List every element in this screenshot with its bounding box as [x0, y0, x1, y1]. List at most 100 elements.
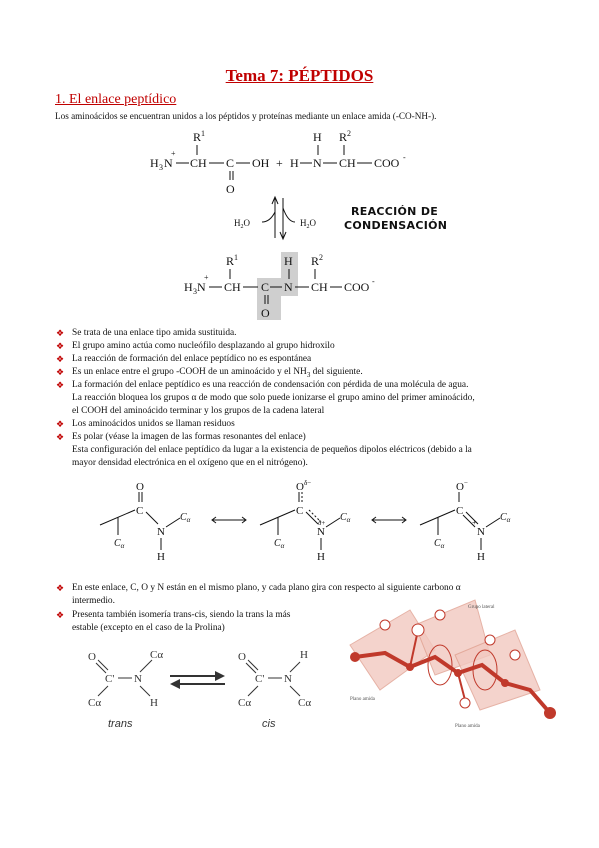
label-plano-amida-2: Plano amida: [455, 724, 481, 729]
svg-text:CH: CH: [311, 280, 328, 294]
svg-text:Cα: Cα: [150, 649, 163, 661]
svg-text:H: H: [150, 156, 159, 170]
bullet-7-detail-1: Esta configuración del enlace peptídico …: [72, 445, 472, 455]
svg-text:N: N: [284, 280, 293, 294]
peptide-planes-figure: Grupo lateral Plano amida Plano amida: [349, 599, 556, 729]
svg-text:N: N: [157, 526, 165, 538]
svg-text:N: N: [284, 673, 292, 685]
svg-text:N: N: [313, 156, 322, 170]
svg-text:H: H: [290, 156, 299, 170]
svg-text:+: +: [472, 518, 477, 527]
svg-text:3: 3: [193, 287, 197, 296]
svg-text:1: 1: [234, 253, 238, 262]
svg-text:H: H: [157, 551, 165, 563]
svg-text:CH: CH: [224, 280, 241, 294]
svg-text:-: -: [372, 277, 375, 286]
svg-text:N: N: [197, 280, 206, 294]
svg-text:CH: CH: [190, 156, 207, 170]
svg-text:R: R: [339, 130, 347, 144]
bullet-6: Los aminoácidos unidos se llaman residuo…: [72, 419, 235, 429]
svg-text:C: C: [136, 505, 143, 517]
svg-text:Cα: Cα: [238, 697, 251, 709]
svg-text:R: R: [311, 254, 319, 268]
svg-text:O: O: [136, 481, 144, 493]
svg-text:C: C: [296, 505, 303, 517]
svg-text:+: +: [276, 156, 283, 170]
svg-text:H: H: [150, 697, 158, 709]
svg-text:1: 1: [201, 129, 205, 138]
svg-text:H: H: [477, 551, 485, 563]
resonance-structures-diagram: Cα C O N H Cα Cα C Oδ− N δ+ H: [99, 480, 511, 563]
bullet-3: La reacción de formación del enlace pept…: [72, 354, 312, 364]
svg-text:N: N: [164, 156, 173, 170]
reaction-label-2: CONDENSACIÓN: [344, 219, 448, 232]
svg-text:+: +: [204, 273, 209, 282]
svg-text:Cα: Cα: [340, 512, 351, 524]
section-heading: 1. El enlace peptídico: [55, 92, 177, 107]
trans-cis-diagram: O C' N Cα Cα H O C' N H Cα: [88, 649, 311, 709]
svg-text:δ+: δ+: [318, 519, 325, 527]
bullet-icon: ❖: [56, 432, 65, 442]
svg-text:N: N: [317, 526, 325, 538]
svg-text:Cα: Cα: [274, 538, 285, 550]
svg-text:+: +: [171, 149, 176, 158]
svg-text:3: 3: [159, 163, 163, 172]
svg-text:N: N: [477, 526, 485, 538]
svg-text:-: -: [403, 153, 406, 162]
bullet-2: El grupo amino actúa como nucleófilo des…: [72, 341, 335, 351]
water-left: H2O: [234, 218, 251, 230]
bullet-icon: ❖: [56, 380, 65, 390]
water-right: H2O: [300, 218, 317, 230]
svg-text:Cα: Cα: [114, 538, 125, 550]
bullet-7: Es polar (véase la imagen de las formas …: [72, 432, 306, 442]
bullet-icon: ❖: [56, 328, 65, 338]
bullet-5-detail-2: el COOH del aminoácido terminar y los gr…: [72, 406, 325, 416]
svg-text:O−: O−: [456, 480, 468, 493]
svg-text:R: R: [193, 130, 201, 144]
svg-text:Cα: Cα: [434, 538, 445, 550]
svg-text:H: H: [184, 280, 193, 294]
bullet-icon: ❖: [56, 419, 65, 429]
bullet-icon: ❖: [56, 583, 65, 593]
svg-text:C: C: [226, 156, 234, 170]
bullet-4: Es un enlace entre el grupo -COOH de un …: [72, 367, 363, 379]
svg-text:2: 2: [319, 253, 323, 262]
bullet-5-detail-1: La reacción bloquea los grupos α de modo…: [72, 393, 475, 403]
svg-text:COO: COO: [344, 280, 370, 294]
svg-text:OH: OH: [252, 156, 270, 170]
svg-text:Cα: Cα: [180, 512, 191, 524]
label-plano-amida-1: Plano amida: [350, 697, 376, 702]
bullet-icon: ❖: [56, 610, 65, 620]
svg-text:O: O: [226, 182, 235, 196]
svg-text:C: C: [456, 505, 463, 517]
svg-text:C: C: [261, 280, 269, 294]
intro-text: Los aminoácidos se encuentran unidos a l…: [55, 111, 437, 121]
bullet-9: Presenta también isomería trans-cis, sie…: [72, 610, 291, 620]
bullet-icon: ❖: [56, 354, 65, 364]
svg-text:C': C': [105, 673, 114, 685]
bullet-icon: ❖: [56, 367, 65, 377]
bullet-8: En este enlace, C, O y N están en el mis…: [72, 583, 461, 593]
bullet-8-cont: intermedio.: [72, 596, 115, 606]
trans-label: trans: [108, 718, 133, 730]
bullet-5: La formación del enlace peptídico es una…: [72, 380, 469, 390]
bullet-7-detail-2: mayor densidad electrónica en el oxígeno…: [72, 458, 308, 468]
cis-label: cis: [262, 718, 276, 730]
svg-text:H: H: [284, 254, 293, 268]
svg-text:O: O: [88, 651, 96, 663]
page-title: Tema 7: PÉPTIDOS: [225, 66, 374, 85]
svg-text:H: H: [300, 649, 308, 661]
bullet-icon: ❖: [56, 341, 65, 351]
bullet-9-cont: estable (excepto en el caso de la Prolin…: [72, 623, 225, 633]
bullet-1: Se trata de una enlace tipo amida sustit…: [72, 328, 237, 338]
svg-text:H: H: [317, 551, 325, 563]
svg-text:N: N: [134, 673, 142, 685]
svg-text:COO: COO: [374, 156, 400, 170]
svg-text:Cα: Cα: [88, 697, 101, 709]
svg-text:O: O: [261, 306, 270, 320]
svg-text:Cα: Cα: [500, 512, 511, 524]
label-grupo-lateral: Grupo lateral: [468, 605, 495, 610]
svg-text:2: 2: [347, 129, 351, 138]
